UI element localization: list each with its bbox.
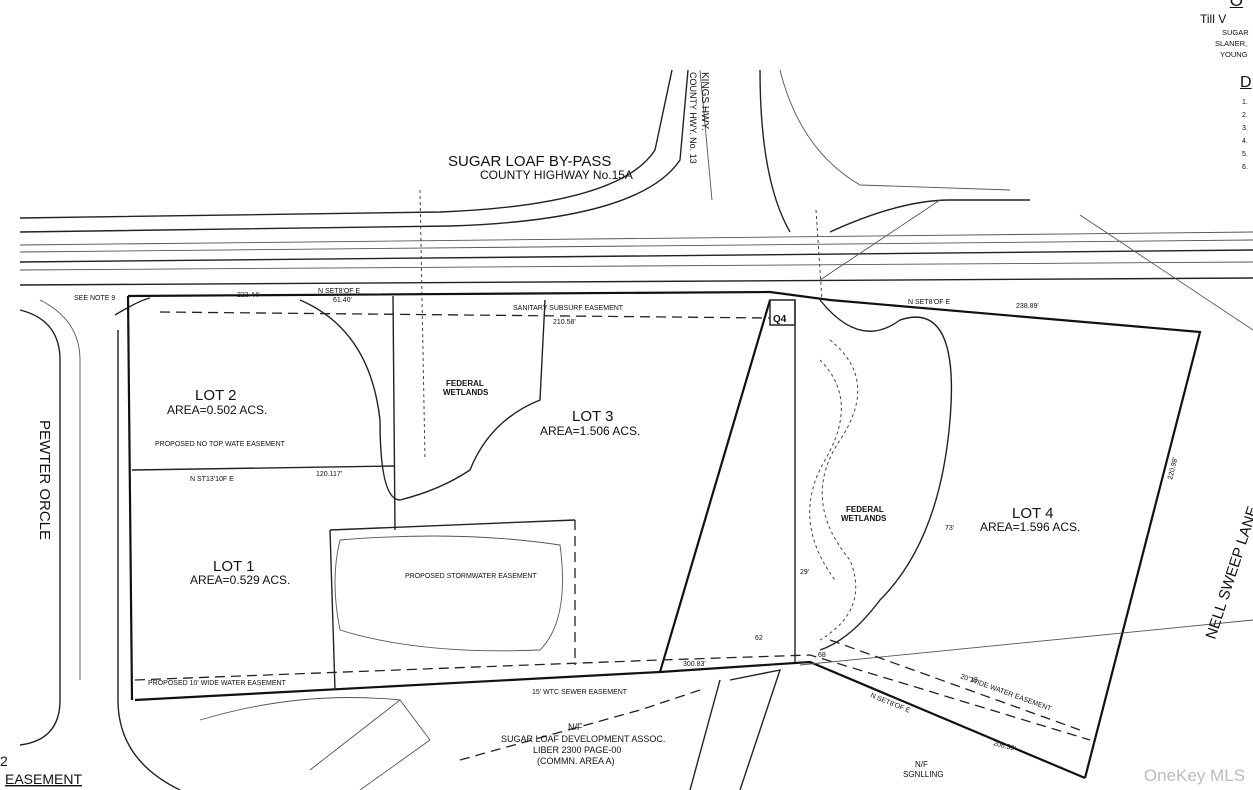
south-nf: N/F xyxy=(568,722,583,732)
sewer-easement-label: 15' WTC SEWER EASEMENT xyxy=(532,689,628,696)
wetlands-label-2: WETLANDS xyxy=(443,388,489,397)
dimension: N SET8'OF E xyxy=(908,299,951,306)
bypass-road xyxy=(19,69,1253,461)
title-block: O Till V SUGAR SLANER, YOUNG D 1. 2. 3. … xyxy=(1178,0,1253,180)
bypass-title: SUGAR LOAF BY-PASS xyxy=(448,153,611,170)
note-item: 1. xyxy=(1242,99,1248,106)
dimension: 220.98' xyxy=(1167,457,1179,481)
lot-boundaries xyxy=(126,290,1202,780)
see-note-label: SEE NOTE 9 xyxy=(74,295,115,302)
legend-till: Till V xyxy=(1200,12,1227,26)
dimension: N ST13'10F E xyxy=(190,476,234,483)
lot-4-name: LOT 4 xyxy=(1012,505,1053,522)
note-item: 2. xyxy=(1242,112,1248,119)
dimension: N SET8'OF E xyxy=(318,288,361,295)
dimension: 238.89' xyxy=(1016,303,1039,310)
dimension: 300.83' xyxy=(683,661,706,668)
bottom-left-easement: EASEMENT xyxy=(5,771,82,787)
note-item: 4. xyxy=(1242,138,1248,145)
note-item: 5. xyxy=(1242,151,1248,158)
lot-1-name: LOT 1 xyxy=(213,558,254,575)
bypass-subtitle: COUNTY HIGHWAY No.15A xyxy=(480,168,633,182)
dimension: 68 xyxy=(818,652,826,659)
notes-heading: D xyxy=(1240,74,1252,91)
bottom-left-number: 2 xyxy=(0,753,8,769)
pewter-circle-label: PEWTER ORCLE xyxy=(36,420,53,540)
note-item: 6. xyxy=(1242,164,1248,171)
water-easement-label: PROPOSED 10' WIDE WATER EASEMENT xyxy=(148,680,287,687)
watermark: OneKey MLS xyxy=(1143,766,1245,785)
lot-4-area: AREA=1.596 ACS. xyxy=(980,520,1080,534)
note-item: 3. xyxy=(1242,125,1248,132)
dimension: 73' xyxy=(945,525,954,532)
wetland-boundaries xyxy=(299,299,953,652)
wetlands-label-3: FEDERAL xyxy=(846,505,884,514)
pewter-circle-road xyxy=(19,297,181,790)
dimension: 23 xyxy=(970,677,978,684)
lot-1-area: AREA=0.529 ACS. xyxy=(190,573,290,587)
lot-3-area: AREA=1.506 ACS. xyxy=(540,424,640,438)
q4-label: Q4 xyxy=(773,314,787,325)
legend-line: SLANER, xyxy=(1215,39,1248,48)
se-owner: SGNLLING xyxy=(903,770,943,779)
dimension: 206.59' xyxy=(992,740,1016,753)
proposed-easement-label: PROPOSED NO TOP WATE EASEMENT xyxy=(155,441,286,448)
sanitary-easement-label: SANITARY SUBSURF EASEMENT xyxy=(513,305,624,312)
kings-hwy-label: KINGS HWY. xyxy=(699,72,710,131)
kings-hwy-sub: COUNTY HWY. No. 13 xyxy=(688,72,698,164)
legend-heading: O xyxy=(1229,0,1243,10)
dimension: 61.40' xyxy=(333,297,352,304)
wetlands-label-4: WETLANDS xyxy=(841,514,887,523)
south-ref: LIBER 2300 PAGE-00 xyxy=(533,745,621,755)
lot-3-name: LOT 3 xyxy=(572,408,613,425)
dimension: 62 xyxy=(755,635,763,642)
se-nf: N/F xyxy=(915,760,928,769)
lot-2-name: LOT 2 xyxy=(195,387,236,404)
wetlands-label-1: FEDERAL xyxy=(446,379,484,388)
south-owner: SUGAR LOAF DEVELOPMENT ASSOC. xyxy=(501,734,665,744)
southern-parcels xyxy=(199,619,1253,790)
legend-line: YOUNG xyxy=(1220,50,1248,59)
dimension: 210.58' xyxy=(553,319,576,326)
lot-2-area: AREA=0.502 ACS. xyxy=(167,403,267,417)
dimension: 29' xyxy=(800,569,809,576)
dimension: 223.44' xyxy=(237,292,260,299)
legend-line: SUGAR xyxy=(1222,28,1249,37)
south-area: (COMMN. AREA A) xyxy=(537,756,615,766)
dimension: 120.117' xyxy=(316,471,342,478)
stormwater-easement-label: PROPOSED STORMWATER EASEMENT xyxy=(405,573,537,580)
